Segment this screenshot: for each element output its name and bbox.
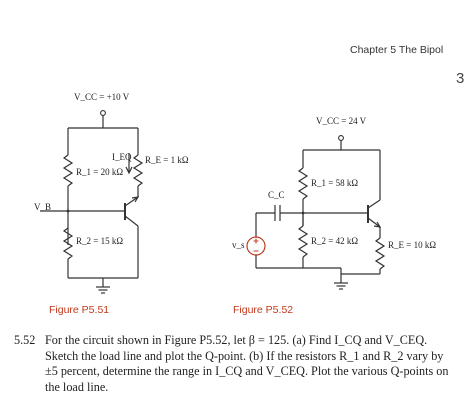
p552-r2-label: R_2 = 42 kΩ	[311, 236, 359, 246]
p552-cc-label: C_C	[268, 190, 285, 200]
p551-ieq-label: I_EQ	[112, 152, 132, 162]
running-header: Chapter 5 The Bipol	[350, 44, 444, 56]
p551-r1-label: R_1 = 20 kΩ	[76, 167, 124, 177]
r1-resistor-2	[297, 167, 309, 200]
problem-number: 5.52	[14, 333, 36, 347]
figure-p5-52-caption: Figure P5.52	[233, 304, 294, 316]
p552-re-label: R_E = 10 kΩ	[388, 240, 437, 250]
ieq-arrow	[125, 166, 133, 175]
p552-vcc-label: V_CC = 24 V	[316, 116, 367, 126]
p551-vb-label: V_B	[34, 202, 52, 212]
re-resistor-2	[374, 237, 386, 270]
p551-vcc-label: V_CC = +10 V	[74, 92, 130, 102]
p551-r2-label: R_2 = 15 kΩ	[76, 236, 124, 246]
r2-resistor-2	[297, 225, 309, 258]
problem-text: For the circuit shown in Figure P5.52, l…	[45, 333, 449, 394]
figure-p5-51-caption: Figure P5.51	[49, 304, 110, 316]
p551-re-label: R_E = 1 kΩ	[145, 155, 189, 165]
r1-resistor	[62, 154, 74, 187]
figure-p5-52-schematic	[246, 135, 386, 290]
vcc-terminal-2	[338, 135, 344, 141]
p552-r1-label: R_1 = 58 kΩ	[311, 178, 359, 188]
r2-resistor	[62, 227, 74, 260]
p552-vs-label: v_s	[232, 240, 245, 250]
figure-p5-51-schematic	[40, 110, 144, 294]
page-number: 3	[456, 70, 465, 87]
re-resistor	[132, 154, 144, 187]
vcc-terminal	[100, 110, 106, 116]
problem-5-52: 5.52 For the circuit shown in Figure P5.…	[14, 333, 464, 399]
